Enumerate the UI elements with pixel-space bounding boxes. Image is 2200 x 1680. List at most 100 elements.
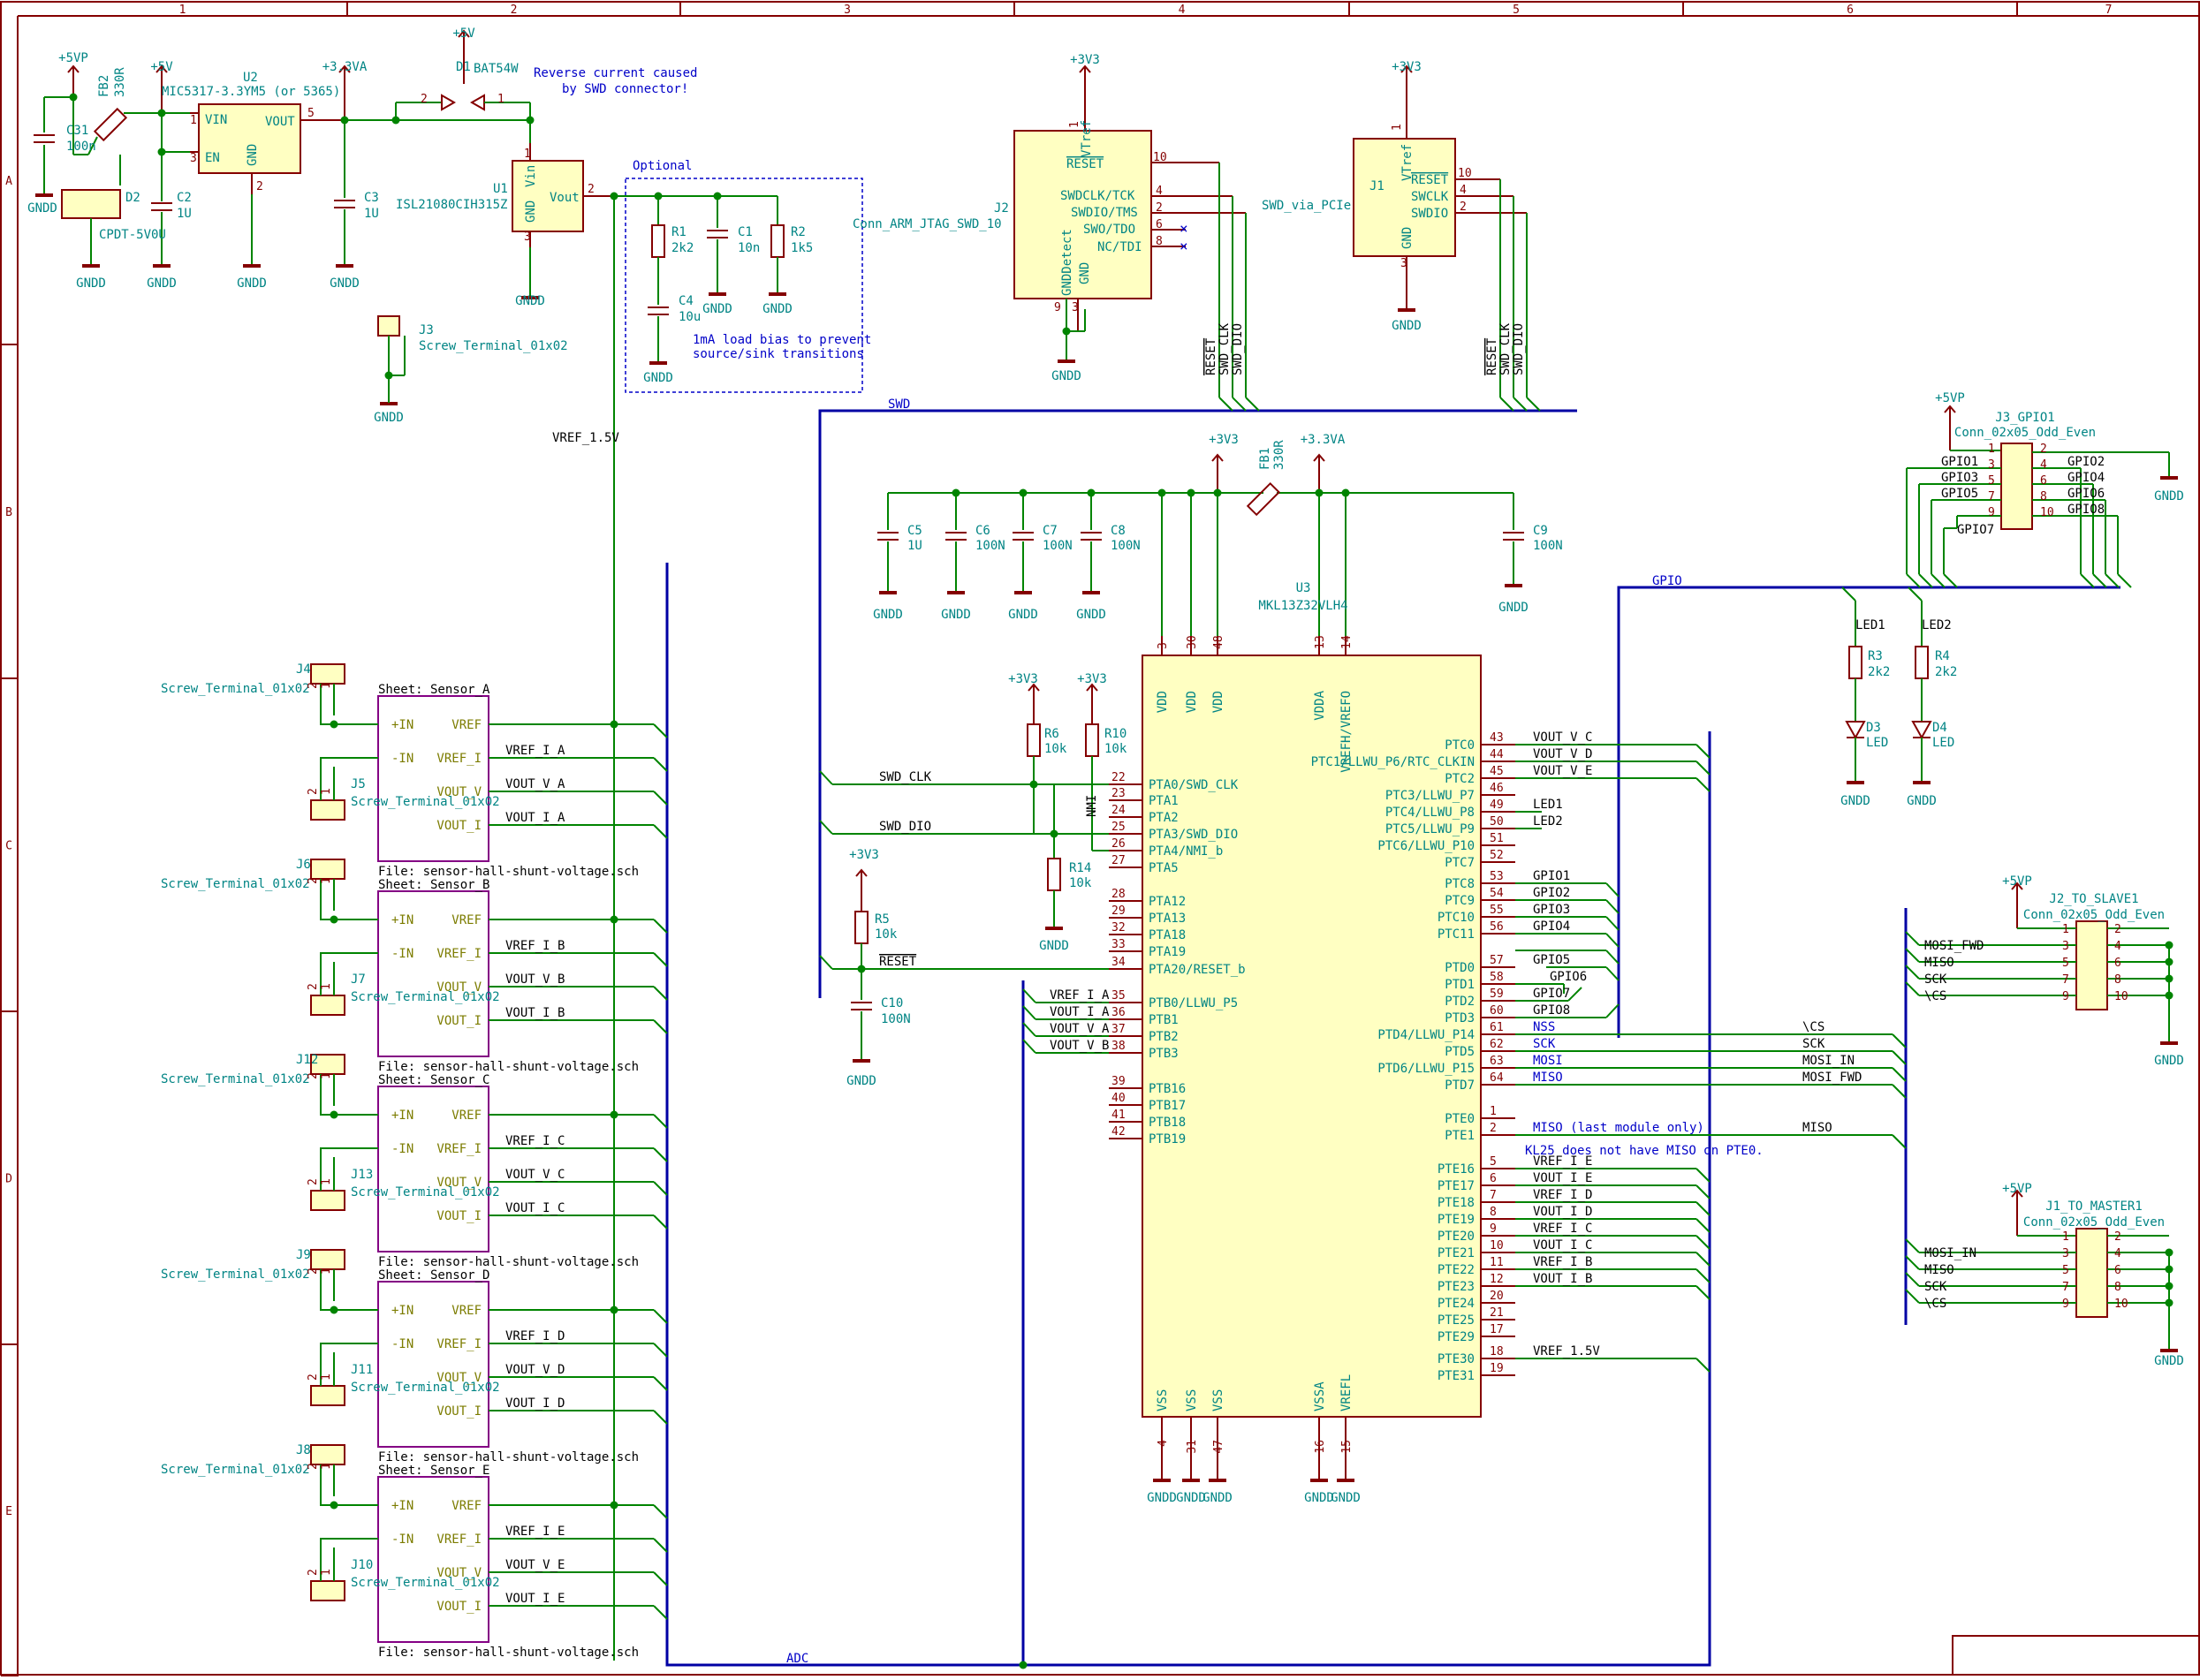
sheet-pin: -IN — [391, 752, 413, 766]
pin-u3-top: VDD — [1211, 691, 1225, 713]
pin-u3-right: PTD5 — [1445, 1045, 1475, 1059]
net-mcu-right: GPIO2 — [1533, 886, 1570, 900]
led-section — [1841, 586, 1932, 784]
pin-u3-right: PTE21 — [1438, 1246, 1475, 1260]
pin-u3-right: PTE30 — [1438, 1352, 1475, 1366]
pin-num: 1 — [1068, 121, 1081, 128]
net-led2: LED2 — [1922, 618, 1952, 632]
pin-num: 55 — [1490, 904, 1504, 917]
junction-dot — [857, 965, 866, 973]
pin-u3-left: PTB1 — [1149, 1013, 1179, 1027]
sensor-sheet[interactable] — [310, 1249, 668, 1448]
ref-d4: D4 — [1932, 721, 1947, 735]
pin-u3-bottom: VSS — [1156, 1389, 1170, 1411]
ref-screw-terminal: J6 — [296, 858, 311, 872]
pin-num: 5 — [2062, 1264, 2069, 1277]
net-vout-i: VOUT_I_E — [505, 1592, 565, 1606]
pin-num: 53 — [1490, 870, 1504, 883]
net-gpio: GPIO6 — [2067, 487, 2105, 501]
pin-u3-left: PTA3/SWD_DIO — [1149, 828, 1238, 842]
pin-num: 1 — [320, 1569, 333, 1576]
junction-dot — [330, 1110, 338, 1119]
pin-num: 27 — [1111, 854, 1126, 867]
sheet-pin: VREF — [451, 1109, 482, 1123]
power-flag-5vp: +5VP — [2002, 1182, 2032, 1196]
value-c2: 1U — [177, 207, 192, 221]
ref-cap: C9 — [1533, 524, 1548, 538]
pin-u3-left: PTB3 — [1149, 1047, 1179, 1061]
pin-u3-right: PTC1/LLWU_P6/RTC_CLKIN — [1311, 755, 1475, 769]
net-reset: RESET — [879, 955, 917, 969]
mcu-left-pin-stubs — [1109, 783, 1142, 1139]
column-marker: 4 — [1179, 4, 1186, 17]
ref-screw-terminal: J8 — [296, 1443, 311, 1457]
pin-u3-left: PTB0/LLWU_P5 — [1149, 996, 1238, 1010]
net-spi-slave: \CS — [1924, 989, 1946, 1003]
pin-u3-left: PTA19 — [1149, 945, 1186, 959]
ref-cap: C8 — [1111, 524, 1126, 538]
junction-dot — [1315, 488, 1324, 497]
pin-j2-gnd: GND — [1078, 262, 1092, 284]
ref-cap: C5 — [907, 524, 922, 538]
pin-u3-left: PTA18 — [1149, 928, 1186, 942]
pin-num: 59 — [1490, 988, 1504, 1001]
net-vref-1v5: VREF_1.5V — [552, 431, 619, 445]
pin-num: 5 — [1988, 474, 1995, 488]
ref-r10: R10 — [1104, 727, 1127, 741]
sheet-file: File: sensor-hall-shunt-voltage.sch — [378, 1060, 639, 1074]
gnd-label: GNDD — [330, 276, 360, 291]
pin-num: 16 — [1314, 1440, 1327, 1454]
pin-num: 33 — [1111, 938, 1126, 951]
sheet-pin: VOUT_V — [436, 785, 482, 799]
pin-num: 22 — [1111, 771, 1126, 784]
sensor-sheet[interactable] — [310, 859, 668, 1057]
net-led1: LED1 — [1855, 618, 1885, 632]
sensor-sheet[interactable] — [310, 1444, 668, 1643]
gnd-label: GNDD — [643, 371, 673, 385]
pin-num: 15 — [1340, 1440, 1354, 1454]
note-load-bias: 1mA load bias to prevent — [693, 333, 871, 347]
sensor-sheets-geometry — [310, 663, 668, 1643]
net-swd: SWD_CLK — [1218, 322, 1232, 375]
gnd-label: GNDD — [846, 1074, 876, 1088]
pin-num: 1 — [2062, 1230, 2069, 1244]
value-r5: 10k — [875, 927, 898, 942]
power-flag-5v: +5V — [150, 60, 173, 74]
power-flag-33va: +3.3VA — [322, 60, 368, 74]
column-marker: 2 — [511, 4, 518, 17]
pin-num: 47 — [1212, 1440, 1225, 1454]
net-swd: RESET — [1485, 337, 1499, 375]
pin-u3-left: PTB2 — [1149, 1030, 1179, 1044]
pin-num: 56 — [1490, 920, 1504, 934]
value-c10: 100N — [881, 1012, 911, 1026]
column-marker: 1 — [179, 4, 186, 17]
pin-u3-left: PTA1 — [1149, 794, 1179, 808]
pin-num: 51 — [1490, 832, 1504, 845]
pin-num: 10 — [2114, 1298, 2128, 1311]
junction-dot — [610, 720, 618, 729]
pin-num: 2 — [307, 1463, 320, 1470]
net-swd: SWD_DIO — [1512, 323, 1526, 375]
note-pte1: KL25 does not have MISO on PTE0. — [1525, 1144, 1764, 1158]
swd-connectors: × × — [1013, 64, 1541, 412]
pin-num: 5 — [1490, 1155, 1497, 1169]
pin-num: 21 — [1490, 1306, 1504, 1320]
net-mcu-right: GPIO5 — [1533, 953, 1570, 967]
power-flag-5vp: +5VP — [58, 51, 88, 65]
pin-u3-right: PTC0 — [1445, 738, 1475, 753]
pin-num: 43 — [1490, 731, 1504, 745]
value-d1: BAT54W — [474, 62, 519, 76]
value-screw-terminal: Screw_Terminal_01x02 — [351, 1185, 500, 1199]
column-markers — [346, 2, 2200, 16]
sheet-pin: VOUT_I — [436, 1600, 482, 1614]
gnd-label: GNDD — [147, 276, 177, 291]
ref-d2: D2 — [125, 191, 140, 205]
value-u1: ISL21080CIH315Z — [396, 198, 507, 212]
sensor-sheet[interactable] — [310, 1054, 668, 1252]
value-c1: 10n — [738, 241, 760, 255]
pin-u3-right: PTE18 — [1438, 1196, 1475, 1210]
net-mcu-right: VOUT_I_C — [1533, 1238, 1592, 1252]
sensor-sheet[interactable] — [310, 663, 668, 862]
